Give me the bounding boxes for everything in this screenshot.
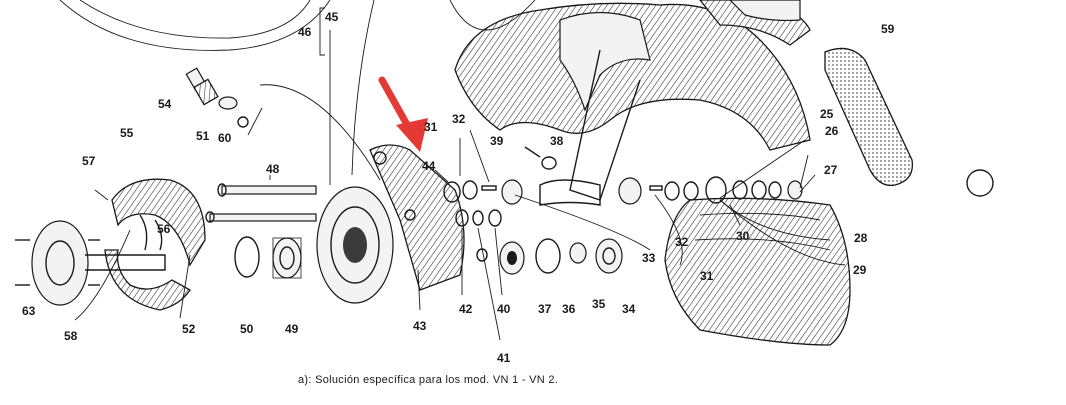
- label-44: 44: [422, 159, 436, 173]
- label-36: 36: [562, 302, 576, 316]
- label-35: 35: [592, 297, 606, 311]
- shaft-48: [217, 183, 317, 197]
- label-41: 41: [497, 351, 511, 365]
- washer-38: [541, 156, 557, 170]
- label-32-upper: 32: [452, 112, 466, 126]
- bearing-49: [272, 237, 302, 279]
- label-57: 57: [82, 154, 96, 168]
- label-29: 29: [853, 263, 867, 277]
- red-arrow-icon: [378, 76, 428, 152]
- upper-axle-parts: [443, 176, 803, 205]
- label-26: 26: [825, 124, 839, 138]
- fender-assembly: [454, 0, 811, 206]
- label-40: 40: [497, 302, 511, 316]
- label-32-lower: 32: [675, 235, 689, 249]
- label-28: 28: [854, 231, 868, 245]
- label-59: 59: [881, 22, 895, 36]
- label-49: 49: [285, 322, 299, 336]
- label-38: 38: [550, 134, 564, 148]
- part-number-labels: 25 26 27 28 29 30 31 31 32 32 33 34 35 3…: [22, 10, 895, 365]
- background-arc: [59, 0, 331, 51]
- bracket-45-46: [319, 7, 325, 56]
- label-50: 50: [240, 322, 254, 336]
- label-45: 45: [325, 10, 339, 24]
- ring-50: [234, 236, 260, 278]
- figure-caption: a): Solución específica para los mod. VN…: [298, 374, 559, 386]
- leader-lines: [74, 0, 846, 341]
- wheel-hub-flange: [15, 220, 166, 306]
- label-56: 56: [157, 222, 171, 236]
- label-51: 51: [196, 129, 210, 143]
- bolt-54: [185, 67, 219, 106]
- label-58: 58: [64, 329, 78, 343]
- background-arc-inner: [79, 0, 311, 39]
- label-43: 43: [413, 319, 427, 333]
- part-59-rubber-strip: [824, 47, 914, 187]
- brake-hub-assembly: [316, 144, 465, 304]
- washer-60: [237, 116, 249, 128]
- brake-shoe-assembly: [104, 178, 206, 311]
- label-46: 46: [298, 25, 312, 39]
- label-31-upper: 31: [424, 120, 438, 134]
- label-52: 52: [182, 322, 196, 336]
- label-25: 25: [820, 107, 834, 121]
- label-63: 63: [22, 304, 36, 318]
- label-34: 34: [622, 302, 636, 316]
- label-48: 48: [266, 162, 280, 176]
- label-55: 55: [120, 126, 134, 140]
- label-60: 60: [218, 131, 232, 145]
- shaft-52: [205, 211, 317, 223]
- label-30: 30: [736, 229, 750, 243]
- loose-circle: [966, 169, 994, 197]
- fitting-51: [218, 96, 238, 110]
- label-42: 42: [459, 302, 473, 316]
- label-27: 27: [824, 163, 838, 177]
- label-37: 37: [538, 302, 552, 316]
- rear-mudguard: [664, 197, 851, 346]
- label-31-lower: 31: [700, 269, 714, 283]
- label-39: 39: [490, 134, 504, 148]
- screw-39: [524, 146, 541, 158]
- lower-axle-parts: [455, 209, 623, 275]
- label-54: 54: [158, 97, 172, 111]
- label-33: 33: [642, 251, 656, 265]
